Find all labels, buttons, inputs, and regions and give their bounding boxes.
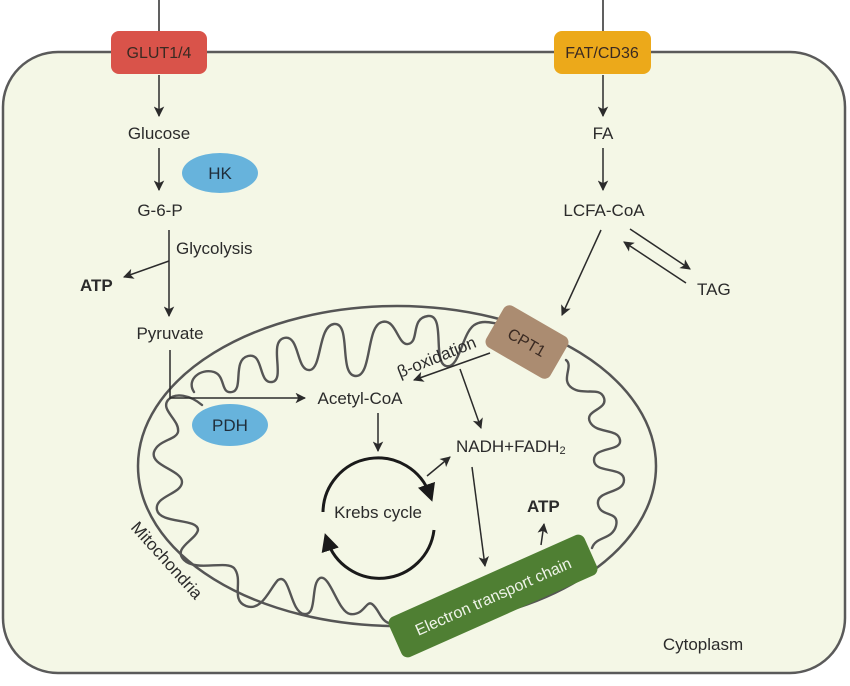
pyruvate-label: Pyruvate	[136, 324, 203, 343]
cytoplasm-label: Cytoplasm	[663, 635, 743, 654]
glucose-label: Glucose	[128, 124, 190, 143]
cpt1-transporter: CPT1	[485, 305, 569, 379]
pdh-enzyme: PDH	[192, 404, 268, 446]
nadh-text: NADH+FADH	[456, 437, 559, 456]
arrow-betaox-to-nadh	[459, 368, 483, 429]
mitochondria-inner-membrane-top	[190, 314, 508, 394]
arrow-pyruvate-to-acetylcoa	[169, 350, 307, 404]
arrow-tag-to-lcfa	[623, 241, 687, 284]
fat-transporter: FAT/CD36	[554, 31, 651, 74]
hk-label: HK	[208, 164, 232, 183]
g6p-label: G-6-P	[137, 201, 182, 220]
arrow-glycolysis-to-atp	[123, 260, 170, 279]
arrow-lcfa-to-tag	[629, 228, 691, 270]
nadh-fadh2-label: NADH+FADH2	[456, 437, 566, 457]
arrow-krebs-to-nadh	[426, 456, 451, 477]
nadh-subscript: 2	[559, 445, 565, 457]
atp-glycolysis-label: ATP	[80, 276, 113, 295]
tag-label: TAG	[697, 280, 731, 299]
krebs-cycle: Krebs cycle	[321, 456, 436, 580]
krebs-cycle-label: Krebs cycle	[334, 503, 422, 522]
mitochondria-inner-membrane-right	[564, 358, 626, 550]
lcfa-coa-label: LCFA-CoA	[563, 201, 645, 220]
mitochondria-inner-membrane	[152, 394, 394, 626]
acetyl-coa-label: Acetyl-CoA	[317, 389, 403, 408]
atp-etc-label: ATP	[527, 497, 560, 516]
arrow-etc-to-atp	[537, 522, 548, 546]
arrow-nadh-to-etc	[471, 466, 489, 568]
cell-membrane	[1, 50, 847, 675]
arrow-betaox-to-acetylcoa	[413, 352, 491, 382]
hk-enzyme: HK	[182, 153, 258, 193]
fat-label: FAT/CD36	[565, 45, 639, 62]
pdh-label: PDH	[212, 416, 248, 435]
fa-label: FA	[593, 124, 614, 143]
glycolysis-label: Glycolysis	[176, 239, 253, 258]
arrow-lcfa-to-cpt1	[561, 229, 602, 316]
glut-label: GLUT1/4	[127, 45, 192, 62]
glut-transporter: GLUT1/4	[111, 31, 207, 74]
